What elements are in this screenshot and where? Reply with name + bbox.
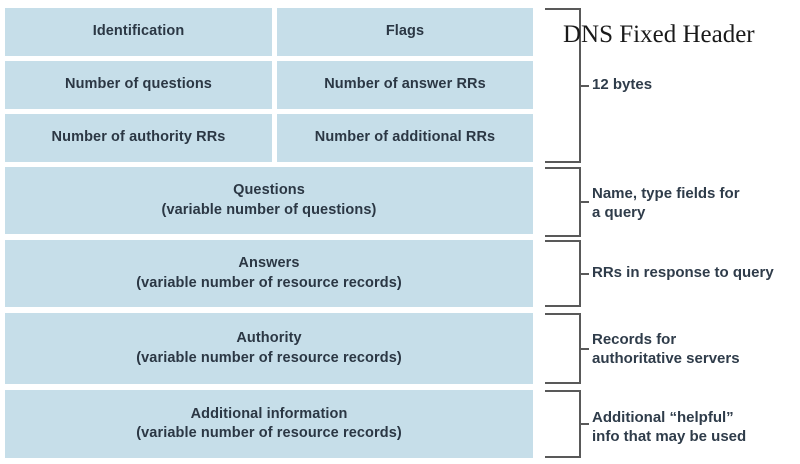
section-questions-sublabel: (variable number of questions) <box>161 201 377 218</box>
bracket-tick-icon <box>579 201 589 203</box>
table-row: Answers (variable number of resource rec… <box>5 240 533 307</box>
bracket-fixed-header <box>545 8 589 163</box>
table-row: Identification Flags <box>5 8 533 56</box>
bracket-authority <box>545 313 589 384</box>
field-number-of-authority-rrs: Number of authority RRs <box>5 114 272 162</box>
page-title: DNS Fixed Header <box>563 21 755 48</box>
section-additional-sublabel: (variable number of resource records) <box>136 425 402 441</box>
dns-message-structure: Identification Flags Number of questions… <box>5 0 533 464</box>
annotation-additional-note: Additional “helpful” info that may be us… <box>592 409 747 446</box>
section-questions: Questions (variable number of questions) <box>5 167 533 234</box>
field-number-of-questions: Number of questions <box>5 61 272 109</box>
section-questions-label: Questions <box>233 182 305 199</box>
section-answers-label: Answers <box>238 255 300 272</box>
field-number-of-answer-rrs: Number of answer RRs <box>277 61 533 109</box>
table-row: Number of authority RRs Number of additi… <box>5 114 533 162</box>
annotation-questions-note: Name, type fields for a query <box>592 185 740 222</box>
section-authority: Authority (variable number of resource r… <box>5 313 533 384</box>
table-row: Questions (variable number of questions) <box>5 167 533 234</box>
table-row: Number of questions Number of answer RRs <box>5 61 533 109</box>
bracket-tick-icon <box>579 84 589 87</box>
annotation-authority-note: Records for authoritative servers <box>592 331 740 368</box>
bracket-tick-icon <box>579 347 589 350</box>
section-additional-label: Additional information <box>190 405 348 422</box>
bracket-tick-icon <box>579 423 589 425</box>
section-authority-sublabel: (variable number of resource records) <box>136 349 402 366</box>
bracket-additional <box>545 390 589 458</box>
bracket-answers <box>545 240 589 307</box>
table-row: Authority (variable number of resource r… <box>5 313 533 384</box>
annotation-answers-note: RRs in response to query <box>592 264 774 281</box>
annotation-header-size: 12 bytes <box>592 76 653 93</box>
field-identification: Identification <box>5 8 272 56</box>
section-additional-information: Additional information (variable number … <box>5 390 533 458</box>
field-flags: Flags <box>277 8 533 56</box>
bracket-tick-icon <box>579 272 589 275</box>
section-answers: Answers (variable number of resource rec… <box>5 240 533 307</box>
table-row: Additional information (variable number … <box>5 390 533 458</box>
section-authority-label: Authority <box>236 330 302 347</box>
bracket-questions <box>545 167 589 237</box>
section-answers-sublabel: (variable number of resource records) <box>136 274 402 291</box>
field-number-of-additional-rrs: Number of additional RRs <box>277 114 533 162</box>
